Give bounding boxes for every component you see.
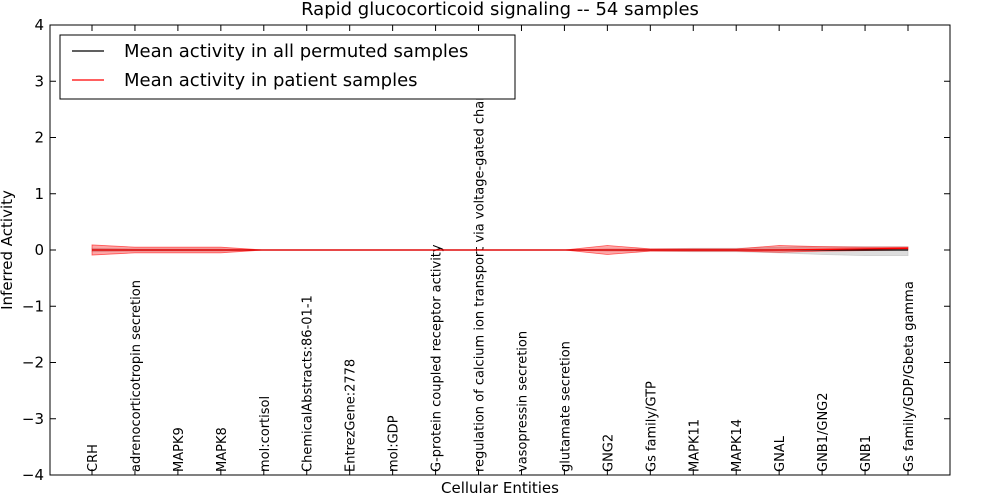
legend: Mean activity in all permuted samples Me… — [59, 34, 516, 100]
y-tick-label: 0 — [34, 241, 44, 259]
chart-title: Rapid glucocorticoid signaling -- 54 sam… — [301, 0, 699, 20]
y-axis-ticks: −4 −3 −2 −1 0 1 2 3 4 — [22, 16, 950, 484]
y-axis-label: Inferred Activity — [0, 190, 16, 310]
x-tick-label: glutamate secretion — [558, 341, 573, 472]
x-tick-label: GNAL — [773, 435, 788, 472]
y-tick-label: −3 — [22, 410, 44, 428]
y-tick-label: 1 — [34, 185, 44, 203]
series-lines — [92, 247, 909, 251]
y-tick-label: 4 — [34, 16, 44, 34]
legend-label-permuted: Mean activity in all permuted samples — [124, 41, 468, 62]
x-tick-label: regulation of calcium ion transport via … — [473, 73, 488, 472]
x-tick-label: adrenocorticotropin secretion — [129, 280, 144, 472]
x-tick-label: MAPK11 — [687, 419, 702, 472]
x-tick-label: MAPK14 — [730, 419, 745, 472]
x-tick-label: ChemicalAbstracts:86-01-1 — [301, 295, 316, 472]
x-tick-label: mol:GDP — [387, 415, 402, 472]
x-tick-label: MAPK9 — [172, 427, 187, 472]
y-tick-label: −2 — [22, 354, 44, 372]
legend-box — [59, 34, 516, 100]
x-tick-label: Gs family/GDP/Gbeta gamma — [902, 281, 917, 472]
y-tick-label: −4 — [22, 466, 44, 484]
y-tick-label: −1 — [22, 297, 44, 315]
x-tick-label: mol:cortisol — [258, 396, 273, 472]
x-axis-label: Cellular Entities — [441, 479, 559, 497]
y-tick-label: 2 — [34, 129, 44, 147]
y-tick-label: 3 — [34, 72, 44, 90]
x-tick-label: MAPK8 — [215, 427, 230, 472]
x-tick-label: Gs family/GTP — [644, 381, 659, 472]
x-tick-label: GNG2 — [601, 434, 616, 472]
x-tick-label: CRH — [86, 444, 101, 472]
legend-label-patient: Mean activity in patient samples — [124, 70, 418, 91]
x-tick-label: EntrezGene:2778 — [344, 359, 359, 472]
x-tick-label: G-protein coupled receptor activity — [430, 244, 445, 472]
x-tick-label: GNB1/GNG2 — [816, 392, 831, 472]
series-line-patient — [92, 247, 909, 251]
x-tick-label: vasopressin secretion — [515, 331, 530, 472]
x-tick-label: GNB1 — [859, 435, 874, 472]
